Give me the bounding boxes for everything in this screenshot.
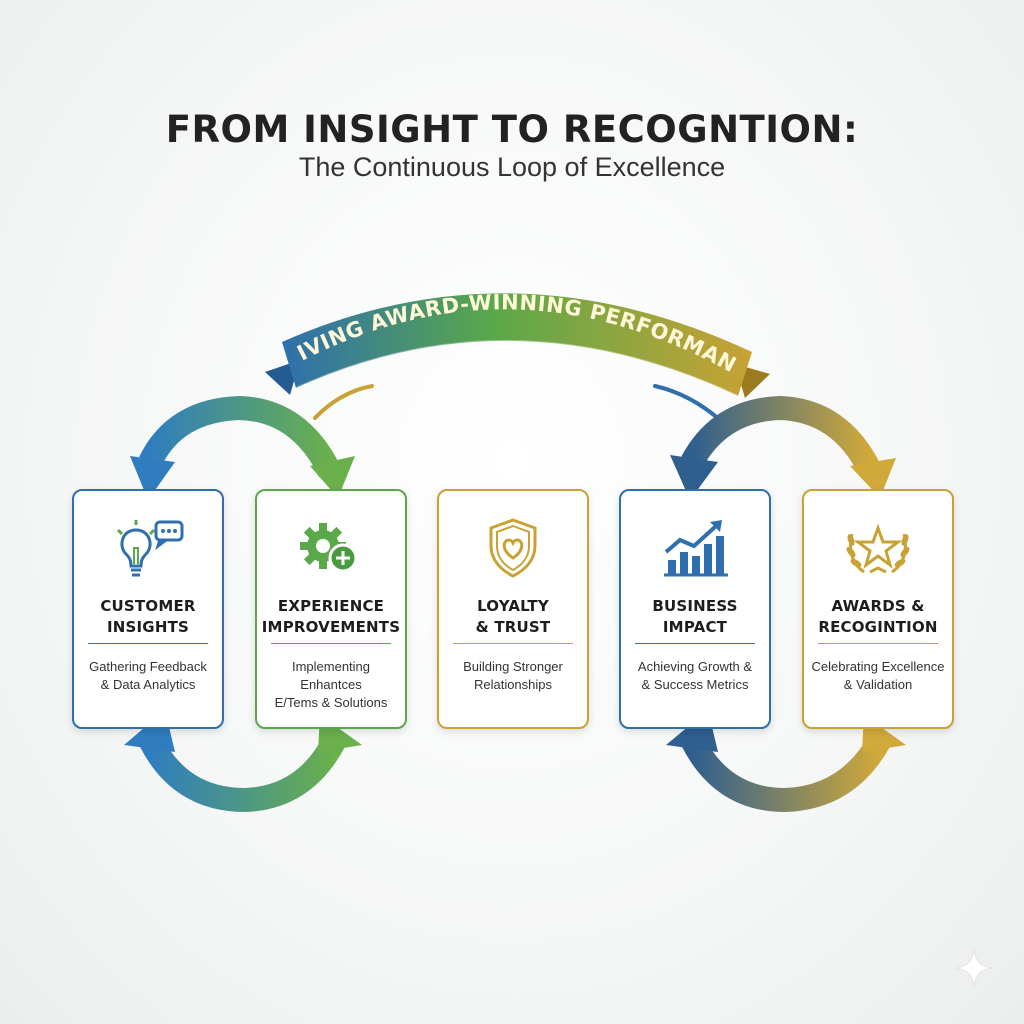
card-desc-line2: Relationships bbox=[473, 677, 553, 692]
lightbulb-chat-icon bbox=[74, 513, 222, 583]
card-description: Building Stronger Relationships bbox=[443, 658, 583, 694]
left-top-loop-arrow bbox=[130, 395, 355, 500]
card-heading-line2: RECOGINTION bbox=[818, 618, 938, 636]
card-heading: AWARDS & RECOGINTION bbox=[804, 596, 952, 638]
card-desc-line1: Implementing Enhantces bbox=[291, 659, 371, 692]
card-heading: CUSTOMER INSIGHTS bbox=[74, 596, 222, 638]
card-business-impact: BUSINESS IMPACT Achieving Growth & & Suc… bbox=[619, 489, 771, 729]
growth-chart-icon bbox=[621, 513, 769, 583]
card-heading-line1: EXPERIENCE bbox=[277, 597, 385, 615]
card-heading-line2: IMPACT bbox=[662, 618, 728, 636]
card-desc-line1: Celebrating Excellence bbox=[811, 659, 945, 674]
card-desc-line2: & Validation bbox=[843, 677, 913, 692]
gear-plus-icon bbox=[257, 513, 405, 583]
page-subtitle: The Continuous Loop of Excellence bbox=[298, 152, 726, 182]
card-divider bbox=[635, 643, 755, 644]
right-top-loop-arrow bbox=[670, 395, 896, 500]
banner-ribbon bbox=[265, 293, 770, 398]
card-heading: EXPERIENCE IMPROVEMENTS bbox=[257, 596, 405, 638]
card-desc-line2: & Success Metrics bbox=[641, 677, 749, 692]
card-heading-line2: IMPROVEMENTS bbox=[261, 618, 401, 636]
laurel-star-icon bbox=[804, 513, 952, 583]
card-divider bbox=[88, 643, 208, 644]
card-experience-improvements: EXPERIENCE IMPROVEMENTS Implementing Enh… bbox=[255, 489, 407, 729]
card-desc-line1: Gathering Feedback bbox=[89, 659, 207, 674]
card-heading-line1: LOYALTY bbox=[477, 597, 549, 615]
card-heading: BUSINESS IMPACT bbox=[621, 596, 769, 638]
page-title: FROM INSIGHT TO RECOGNTION: bbox=[165, 108, 859, 151]
card-description: Achieving Growth & & Success Metrics bbox=[625, 658, 765, 694]
banner-text-path: DRIVING AWARD-WINNING PERFORMANCE bbox=[0, 0, 740, 377]
card-description: Implementing Enhantces E/Tems & Solution… bbox=[261, 658, 401, 712]
card-description: Gathering Feedback & Data Analytics bbox=[78, 658, 218, 694]
card-heading-line2: INSIGHTS bbox=[106, 618, 190, 636]
card-divider bbox=[271, 643, 391, 644]
card-heading-line1: BUSINESS bbox=[652, 597, 738, 615]
card-awards-recognition: AWARDS & RECOGINTION Celebrating Excelle… bbox=[802, 489, 954, 729]
sparkle-icon bbox=[955, 949, 993, 987]
card-description: Celebrating Excellence & Validation bbox=[808, 658, 948, 694]
card-desc-line2: & Data Analytics bbox=[100, 677, 196, 692]
card-desc-line1: Building Stronger bbox=[463, 659, 563, 674]
banner-text: DRIVING AWARD-WINNING PERFORMANCE bbox=[0, 0, 740, 377]
card-heading-line2: & TRUST bbox=[475, 618, 551, 636]
card-divider bbox=[453, 643, 573, 644]
card-desc-line1: Achieving Growth & bbox=[637, 659, 753, 674]
card-heading: LOYALTY & TRUST bbox=[439, 596, 587, 638]
card-heading-line1: AWARDS & bbox=[831, 597, 925, 615]
card-customer-insights: CUSTOMER INSIGHTS Gathering Feedback & D… bbox=[72, 489, 224, 729]
card-heading-line1: CUSTOMER bbox=[100, 597, 196, 615]
card-loyalty-trust: LOYALTY & TRUST Building Stronger Relati… bbox=[437, 489, 589, 729]
card-divider bbox=[818, 643, 938, 644]
shield-heart-icon bbox=[439, 513, 587, 583]
card-desc-line2: E/Tems & Solutions bbox=[274, 695, 388, 710]
